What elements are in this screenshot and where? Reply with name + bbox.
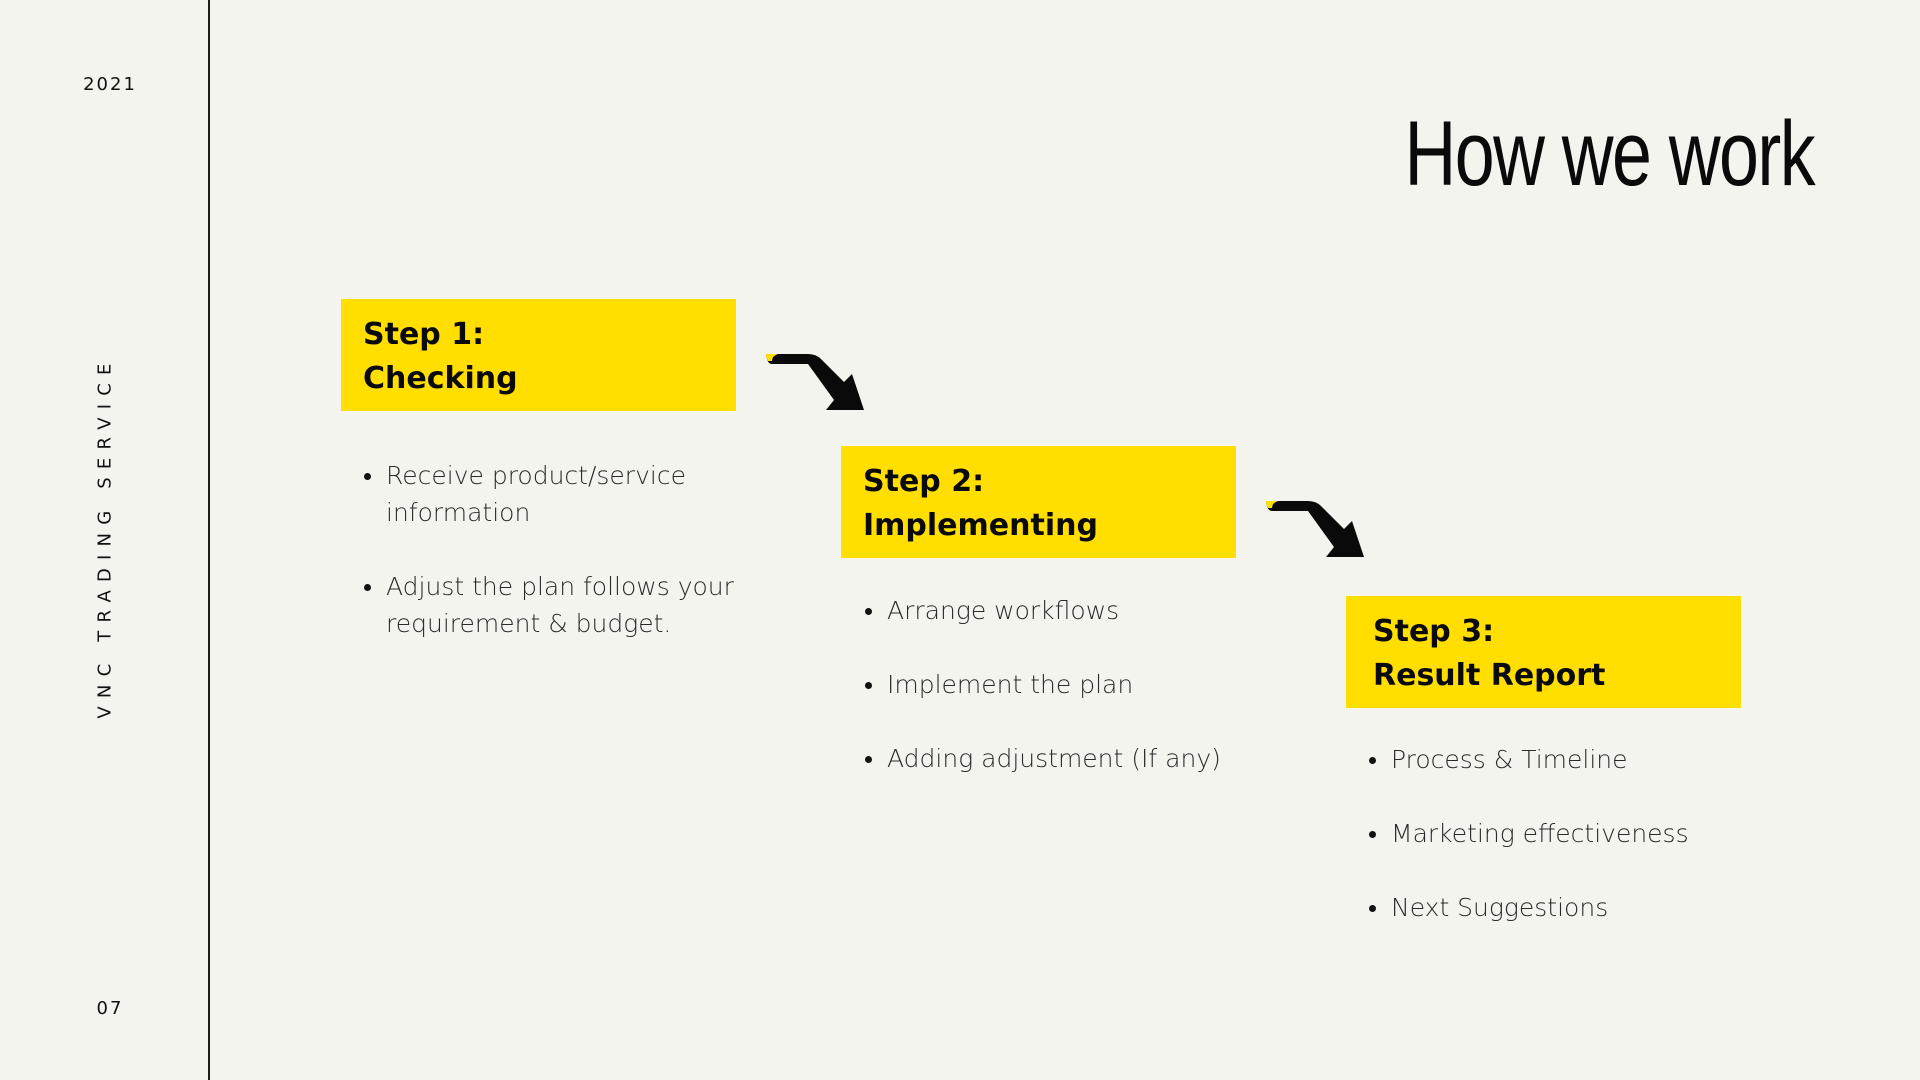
step-1-box: Step 1: Checking bbox=[341, 299, 736, 411]
step-2-name: Implementing bbox=[863, 508, 1098, 543]
step-2-box: Step 2: Implementing bbox=[841, 446, 1236, 558]
brand-vertical-text: VNC TRADING SERVICE bbox=[94, 355, 116, 719]
step-3-bullet: Marketing effectiveness bbox=[1369, 815, 1769, 852]
step-1-bullet-list: Receive product/service information Adju… bbox=[364, 457, 744, 679]
step-1-label: Step 1: bbox=[363, 317, 485, 352]
page-number: 07 bbox=[96, 998, 124, 1019]
step-3-bullet: Process & Timeline bbox=[1369, 741, 1769, 778]
page-title: How we work bbox=[1404, 103, 1815, 205]
step-2-label: Step 2: bbox=[863, 464, 985, 499]
arrow-down-right-icon bbox=[766, 354, 864, 410]
step-3-bullet-list: Process & Timeline Marketing effectivene… bbox=[1369, 741, 1769, 963]
year-label: 2021 bbox=[83, 74, 137, 95]
step-1-name: Checking bbox=[363, 361, 518, 396]
step-1-bullet: Adjust the plan follows your requirement… bbox=[364, 568, 744, 642]
sidebar-divider bbox=[208, 0, 210, 1080]
step-2-bullet: Implement the plan bbox=[865, 666, 1245, 703]
step-3-name: Result Report bbox=[1373, 658, 1606, 693]
step-3-bullet: Next Suggestions bbox=[1369, 889, 1769, 926]
step-2-bullet-list: Arrange workflows Implement the plan Add… bbox=[865, 592, 1245, 814]
step-1-bullet: Receive product/service information bbox=[364, 457, 744, 531]
step-3-box: Step 3: Result Report bbox=[1346, 596, 1741, 708]
step-2-bullet: Arrange workflows bbox=[865, 592, 1245, 629]
arrow-down-right-icon bbox=[1266, 501, 1364, 557]
step-2-bullet: Adding adjustment (If any) bbox=[865, 740, 1245, 777]
step-3-label: Step 3: bbox=[1373, 614, 1495, 649]
